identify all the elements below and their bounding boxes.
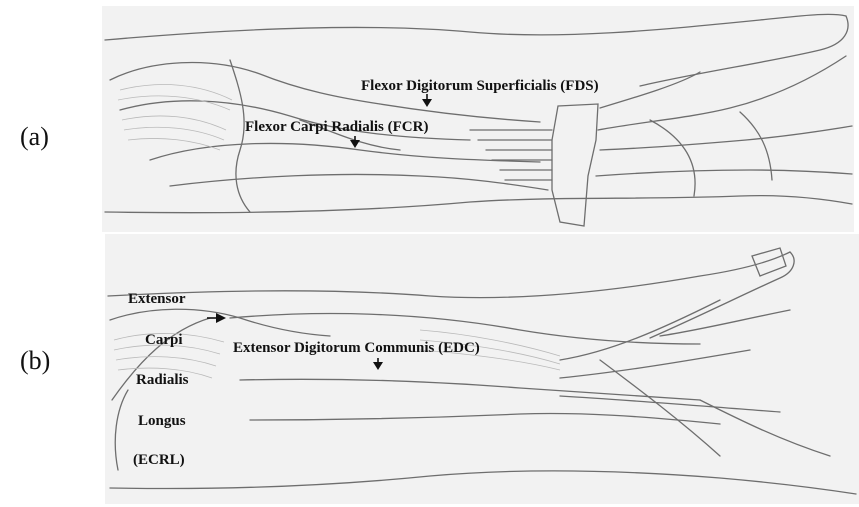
panel-a-background: [102, 6, 854, 232]
panel-a-drawing: [102, 6, 854, 232]
panel-b-background: [105, 234, 859, 504]
label-edc: Extensor Digitorum Communis (EDC): [233, 340, 480, 356]
label-fds: Flexor Digitorum Superficialis (FDS): [361, 78, 599, 94]
label-ecrl-line-3: Radialis: [136, 372, 189, 388]
label-ecrl-line-2: Carpi: [145, 332, 183, 348]
label-ecrl-line-1: Extensor: [128, 291, 186, 307]
label-ecrl-line-5: (ECRL): [133, 452, 185, 468]
panel-b-drawing: [105, 234, 859, 504]
label-fcr: Flexor Carpi Radialis (FCR): [245, 119, 428, 135]
label-ecrl-line-4: Longus: [138, 413, 186, 429]
